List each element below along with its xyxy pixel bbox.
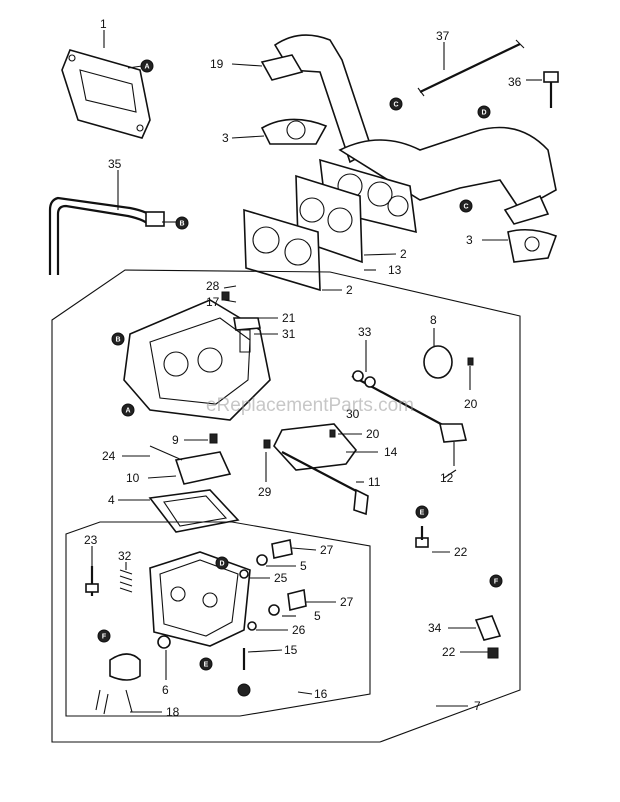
label-part-22b: 22 xyxy=(442,645,456,659)
label-part-17: 17 xyxy=(206,295,220,309)
label-part-34: 34 xyxy=(428,621,442,635)
label-part-27b: 27 xyxy=(340,595,354,609)
part-7-housing-outline xyxy=(51,269,521,743)
label-part-2b: 2 xyxy=(346,283,353,297)
label-part-3b: 3 xyxy=(466,233,473,247)
label-part-7: 7 xyxy=(474,699,481,713)
marker-f-right: F xyxy=(489,574,503,588)
label-part-21: 21 xyxy=(282,311,296,325)
label-part-14: 14 xyxy=(384,445,398,459)
part-16-inner-box xyxy=(65,521,371,717)
part-35-hose xyxy=(48,170,176,275)
part-labels: 1 2 2 3 3 4 5 5 6 7 8 9 10 11 12 13 14 1… xyxy=(84,17,522,719)
svg-text:D: D xyxy=(481,110,486,117)
marker-b-carb: B xyxy=(111,332,125,346)
svg-text:B: B xyxy=(115,337,120,344)
label-part-9: 9 xyxy=(172,433,179,447)
svg-text:B: B xyxy=(179,221,184,228)
marker-e-right: E xyxy=(415,505,429,519)
carburetor-upper xyxy=(123,291,271,421)
label-part-11: 11 xyxy=(368,475,381,489)
label-part-5a: 5 xyxy=(300,559,307,573)
leader-lines xyxy=(91,63,508,713)
label-part-12: 12 xyxy=(440,471,454,485)
watermark-text: eReplacementParts.com xyxy=(206,395,414,416)
label-part-4: 4 xyxy=(108,493,115,507)
label-part-22a: 22 xyxy=(454,545,468,559)
label-part-15: 15 xyxy=(284,643,298,657)
label-part-20a: 20 xyxy=(464,397,478,411)
label-part-28: 28 xyxy=(206,279,220,293)
label-part-2a: 2 xyxy=(400,247,407,261)
float-bowl xyxy=(149,539,307,670)
label-part-13: 13 xyxy=(388,263,402,277)
solenoid-and-screws xyxy=(85,566,141,715)
label-part-27a: 27 xyxy=(320,543,334,557)
float-assembly xyxy=(148,433,240,533)
label-part-19: 19 xyxy=(210,57,224,71)
label-part-36: 36 xyxy=(508,75,522,89)
svg-text:F: F xyxy=(494,579,499,586)
label-part-33: 33 xyxy=(358,325,372,339)
part-37-stud xyxy=(417,39,525,97)
label-part-1: 1 xyxy=(100,17,107,31)
label-part-26: 26 xyxy=(292,623,306,637)
label-part-25: 25 xyxy=(274,571,288,585)
label-part-10: 10 xyxy=(126,471,140,485)
marker-c-mid: C xyxy=(459,199,473,213)
label-part-31: 31 xyxy=(282,327,296,341)
part-36-bolt xyxy=(526,71,559,108)
svg-text:D: D xyxy=(219,561,224,568)
label-part-16: 16 xyxy=(314,687,328,701)
label-part-6: 6 xyxy=(162,683,169,697)
marker-d-top: D xyxy=(477,105,491,119)
label-part-20b: 20 xyxy=(366,427,380,441)
label-part-35: 35 xyxy=(108,157,122,171)
svg-text:F: F xyxy=(102,634,107,641)
svg-text:C: C xyxy=(463,204,468,211)
part-1-gasket xyxy=(61,30,151,139)
marker-f-left: F xyxy=(97,629,111,643)
marker-b-bowl-lower xyxy=(237,683,251,697)
svg-text:A: A xyxy=(125,408,130,415)
label-part-32: 32 xyxy=(118,549,132,563)
label-part-8: 8 xyxy=(430,313,437,327)
svg-text:E: E xyxy=(204,662,209,669)
label-part-5b: 5 xyxy=(314,609,321,623)
marker-e-bowl: E xyxy=(199,657,213,671)
label-part-37: 37 xyxy=(436,29,450,43)
label-part-3a: 3 xyxy=(222,131,229,145)
label-part-23: 23 xyxy=(84,533,98,547)
link-bracket xyxy=(263,423,369,516)
intake-manifold xyxy=(243,34,558,292)
svg-text:A: A xyxy=(144,64,149,71)
marker-a-top: A xyxy=(140,59,154,73)
reference-markers: A A B B C C D D xyxy=(97,59,503,697)
label-part-24: 24 xyxy=(102,449,116,463)
throttle-linkage xyxy=(351,345,474,466)
bracket-34 xyxy=(415,526,502,659)
label-part-29: 29 xyxy=(258,485,272,499)
marker-c-top: C xyxy=(389,97,403,111)
marker-b-hose: B xyxy=(175,216,189,230)
marker-a-carb: A xyxy=(121,403,135,417)
label-part-30: 30 xyxy=(346,407,360,421)
label-part-18: 18 xyxy=(166,705,180,719)
marker-d-bowl: D xyxy=(215,556,229,570)
svg-text:E: E xyxy=(420,510,425,517)
svg-text:C: C xyxy=(393,102,398,109)
